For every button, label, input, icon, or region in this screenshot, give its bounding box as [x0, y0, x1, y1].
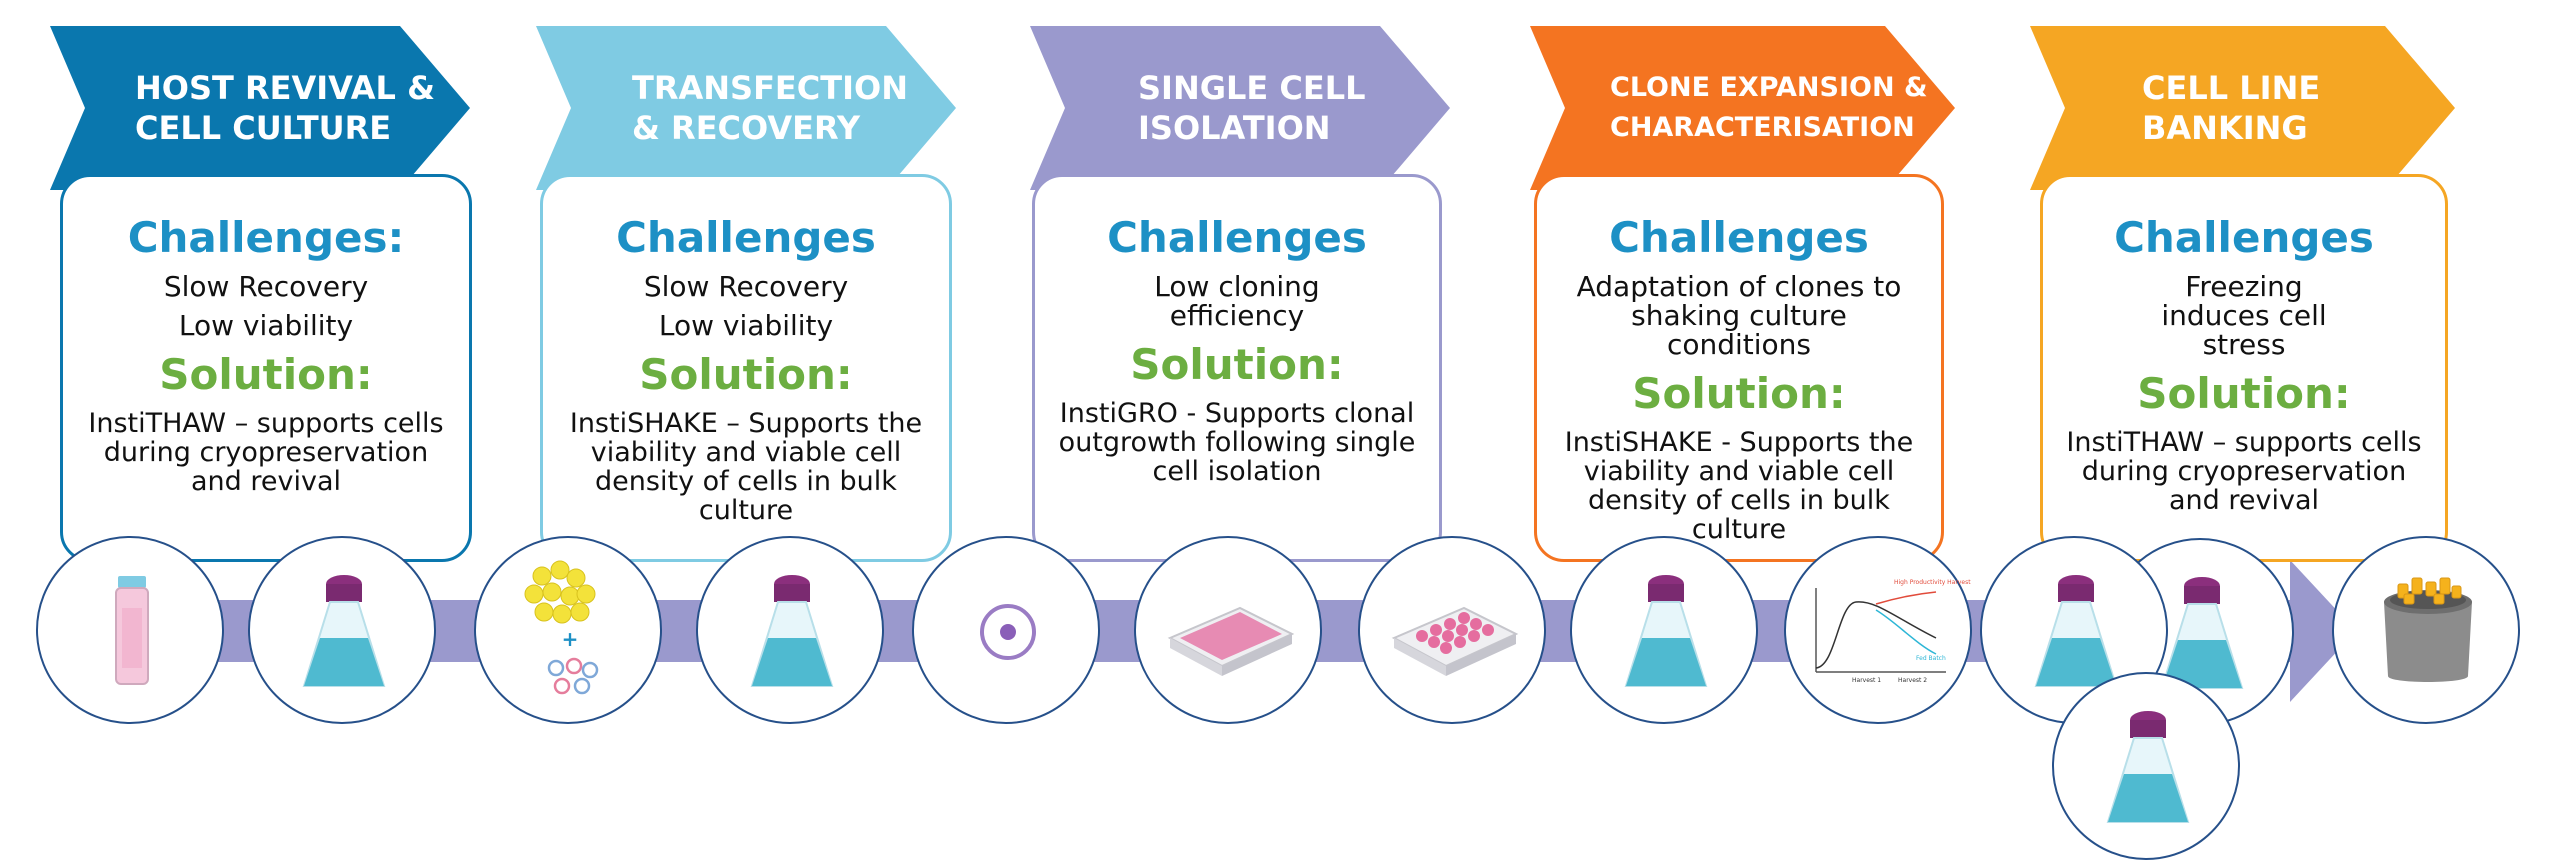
stage-transfection-card: Challenges Slow Recovery Low viability S… — [540, 174, 952, 562]
well-plate-24-icon — [1358, 536, 1546, 724]
cryovial-icon — [36, 536, 224, 724]
stage-title-line2: CHARACTERISATION — [1610, 112, 1915, 143]
solution-heading: Solution: — [639, 350, 853, 399]
challenge-item: Low viability — [658, 309, 834, 342]
stage-host-revival-chevron: HOST REVIVAL & CELL CULTURE — [50, 26, 470, 190]
challenge-item: Low cloning efficiency — [1154, 270, 1320, 332]
challenges-heading: Challenges — [616, 213, 876, 262]
stage-title-line2: CELL CULTURE — [135, 109, 392, 147]
solution-heading: Solution: — [2137, 369, 2351, 418]
stage-title-line1: SINGLE CELL — [1138, 69, 1366, 107]
flask-icon — [2052, 672, 2240, 860]
single-cell-icon — [912, 536, 1100, 724]
solution-text: InstiSHAKE - Supports the viability and … — [1564, 427, 1914, 545]
stage-cell-banking-card: Challenges Freezing induces cell stress … — [2040, 174, 2448, 562]
challenge-item: Freezing induces cell stress — [2161, 270, 2327, 361]
stage-title-line1: CELL LINE — [2142, 69, 2321, 107]
stage-title-line2: ISOLATION — [1138, 109, 1331, 147]
graph-high-label: High Productivity Harvest — [1894, 579, 1971, 586]
challenge-item: Slow Recovery — [163, 270, 369, 303]
flask-icon — [248, 536, 436, 724]
stage-clone-expansion-card: Challenges Adaptation of clones to shaki… — [1534, 174, 1944, 562]
challenge-item: Low viability — [178, 309, 354, 342]
solution-text: InstiTHAW – supports cells during cryopr… — [2066, 427, 2422, 516]
solution-text: InstiGRO - Supports clonal outgrowth fol… — [1058, 398, 1416, 487]
stage-cell-banking-chevron: CELL LINE BANKING — [2030, 26, 2455, 190]
stage-title-line1: HOST REVIVAL & — [135, 69, 435, 107]
graph-fed-label: Fed Batch — [1916, 655, 1946, 662]
solution-heading: Solution: — [1632, 369, 1846, 418]
solution-text: InstiSHAKE – Supports the viability and … — [569, 408, 923, 526]
stage-title-line2: BANKING — [2142, 109, 2308, 147]
svg-text:+: + — [562, 627, 579, 651]
stage-title-line1: CLONE EXPANSION & — [1610, 72, 1928, 103]
cells-transfection-icon: + — [474, 536, 662, 724]
growth-curve-chart-icon: High Productivity Harvest Fed Batch Harv… — [1784, 536, 1972, 724]
flask-icon — [1570, 536, 1758, 724]
challenges-heading: Challenges — [2114, 213, 2374, 262]
stage-title-line2: & RECOVERY — [632, 109, 861, 147]
challenges-heading: Challenges: — [127, 213, 405, 262]
stage-clone-expansion-chevron: CLONE EXPANSION & CHARACTERISATION — [1530, 26, 1955, 190]
solution-text: InstiTHAW – supports cells during cryopr… — [88, 408, 444, 497]
well-plate-96-icon — [1134, 536, 1322, 724]
cryo-storage-tank-icon — [2332, 536, 2520, 724]
challenge-item: Slow Recovery — [643, 270, 849, 303]
flask-icon — [696, 536, 884, 724]
stage-host-revival-card: Challenges: Slow Recovery Low viability … — [60, 174, 472, 562]
challenges-heading: Challenges — [1107, 213, 1367, 262]
challenges-heading: Challenges — [1609, 213, 1869, 262]
stage-transfection-chevron: TRANSFECTION & RECOVERY — [536, 26, 956, 190]
solution-heading: Solution: — [159, 350, 373, 399]
stage-title-line1: TRANSFECTION — [632, 69, 908, 107]
stage-single-cell-chevron: SINGLE CELL ISOLATION — [1030, 26, 1450, 190]
stage-single-cell-card: Challenges Low cloning efficiency Soluti… — [1032, 174, 1442, 562]
challenge-item: Adaptation of clones to shaking culture … — [1576, 270, 1902, 361]
graph-x2-label: Harvest 2 — [1898, 677, 1927, 684]
graph-x1-label: Harvest 1 — [1852, 677, 1881, 684]
solution-heading: Solution: — [1130, 340, 1344, 389]
